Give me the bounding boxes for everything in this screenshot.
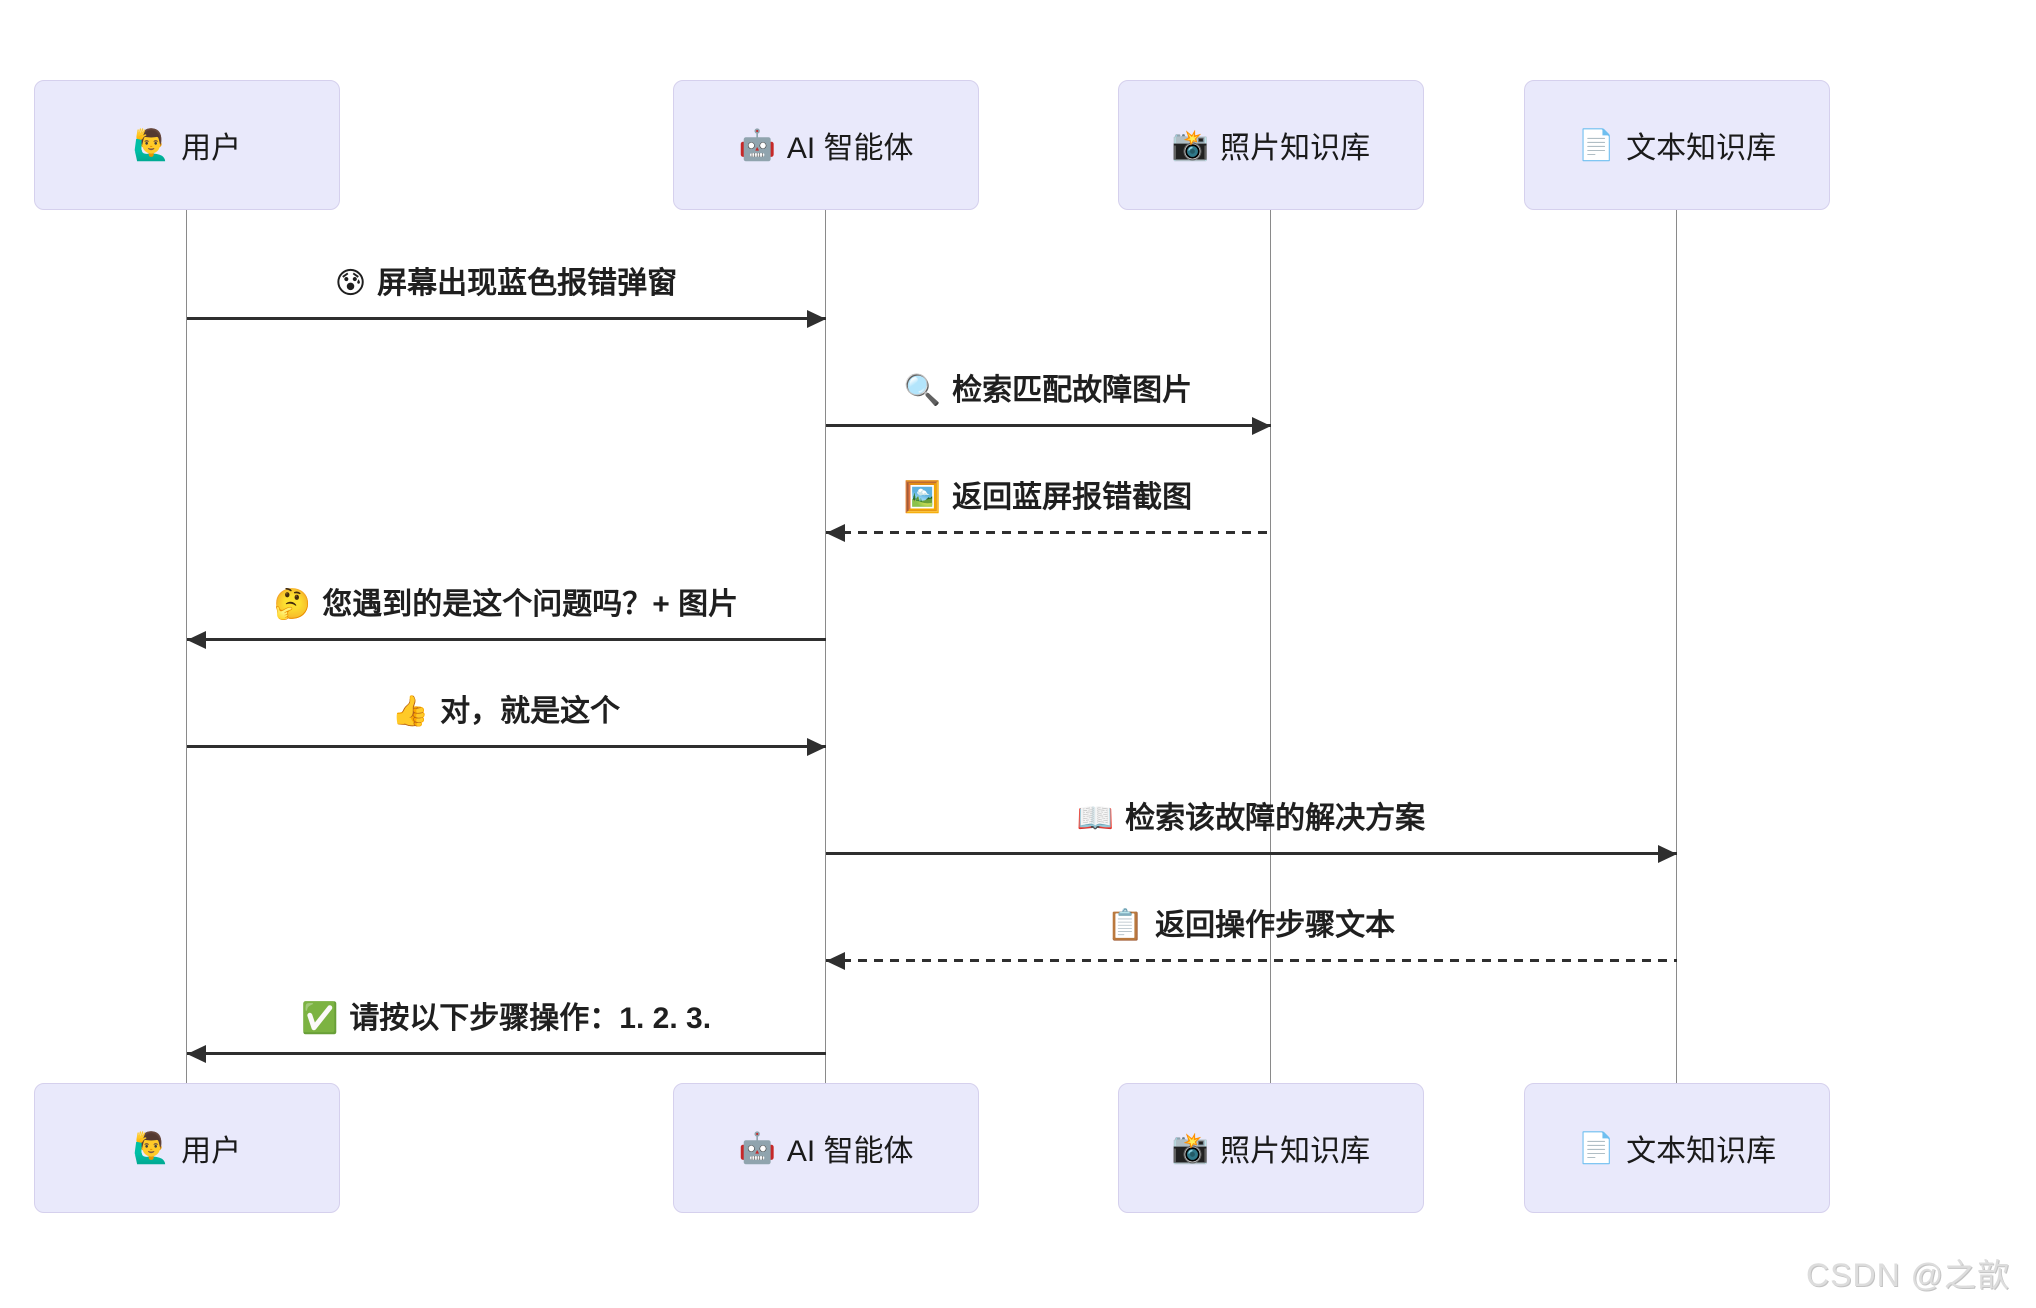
- actor-label: 用户: [181, 132, 242, 165]
- open-book-icon: 📖: [1076, 802, 1115, 835]
- lifeline-user: [186, 210, 187, 1083]
- arrowhead-left-icon: [187, 631, 206, 649]
- actor-label: 照片知识库: [1220, 1135, 1371, 1168]
- message-3-label: 🖼️ 返回蓝屏报错截图: [904, 476, 1192, 520]
- thinking-face-icon: 🤔: [273, 588, 312, 621]
- arrowhead-right-icon: [1252, 417, 1271, 435]
- message-text: 返回操作步骤文本: [1155, 909, 1396, 942]
- thumbs-up-icon: 👍: [391, 695, 430, 728]
- anxious-face-icon: 😰: [334, 267, 367, 300]
- document-icon: 📄: [1577, 128, 1616, 162]
- picture-icon: 🖼️: [903, 481, 942, 514]
- actor-text-kb-bottom: 📄 文本知识库: [1524, 1083, 1830, 1213]
- message-text: 您遇到的是这个问题吗？+ 图片: [322, 588, 739, 621]
- message-6-arrow: [826, 852, 1677, 855]
- message-text: 屏幕出现蓝色报错弹窗: [377, 267, 678, 300]
- actor-photo-kb-bottom: 📸 照片知识库: [1118, 1083, 1424, 1213]
- robot-icon: 🤖: [738, 1131, 776, 1165]
- arrowhead-right-icon: [807, 738, 826, 756]
- user-icon: 🙋‍♂️: [132, 128, 171, 162]
- message-2-label: 🔍 检索匹配故障图片: [904, 369, 1192, 413]
- actor-user-bottom: 🙋‍♂️ 用户: [34, 1083, 340, 1213]
- message-text: 检索匹配故障图片: [952, 374, 1193, 407]
- lifeline-photo-kb: [1270, 210, 1271, 1083]
- message-6-label: 📖 检索该故障的解决方案: [1077, 797, 1425, 841]
- message-2-arrow: [826, 424, 1271, 427]
- message-3-arrow: [826, 531, 1271, 534]
- actor-ai-agent-bottom: 🤖 AI 智能体: [673, 1083, 979, 1213]
- check-mark-icon: ✅: [300, 1002, 339, 1035]
- message-7-label: 📋 返回操作步骤文本: [1107, 904, 1395, 948]
- arrowhead-left-icon: [187, 1045, 206, 1063]
- actor-label: AI 智能体: [786, 132, 914, 165]
- message-8-label: ✅ 请按以下步骤操作：1. 2. 3.: [301, 997, 711, 1041]
- message-4-arrow: [187, 638, 826, 641]
- message-text: 返回蓝屏报错截图: [952, 481, 1193, 514]
- camera-icon: 📸: [1171, 128, 1210, 162]
- message-4-label: 🤔 您遇到的是这个问题吗？+ 图片: [274, 583, 738, 627]
- arrowhead-right-icon: [1658, 845, 1677, 863]
- actor-text-kb-top: 📄 文本知识库: [1524, 80, 1830, 210]
- message-8-arrow: [187, 1052, 826, 1055]
- actor-photo-kb-top: 📸 照片知识库: [1118, 80, 1424, 210]
- actor-label: 文本知识库: [1626, 1135, 1777, 1168]
- csdn-watermark: CSDN @之歆: [1806, 1257, 2011, 1293]
- message-text: 请按以下步骤操作：1. 2. 3.: [349, 1002, 712, 1035]
- message-1-arrow: [187, 317, 826, 320]
- magnifier-icon: 🔍: [903, 374, 942, 407]
- document-icon: 📄: [1577, 1131, 1616, 1165]
- arrowhead-left-icon: [826, 952, 845, 970]
- lifeline-text-kb: [1676, 210, 1677, 1083]
- lifeline-ai-agent: [825, 210, 826, 1083]
- actor-label: 照片知识库: [1220, 132, 1371, 165]
- user-icon: 🙋‍♂️: [132, 1131, 171, 1165]
- arrowhead-left-icon: [826, 524, 845, 542]
- robot-icon: 🤖: [738, 128, 776, 162]
- message-5-label: 👍 对，就是这个: [392, 690, 620, 734]
- message-5-arrow: [187, 745, 826, 748]
- message-text: 检索该故障的解决方案: [1125, 802, 1426, 835]
- message-1-label: 😰 屏幕出现蓝色报错弹窗: [335, 262, 677, 306]
- clipboard-icon: 📋: [1106, 909, 1145, 942]
- actor-ai-agent-top: 🤖 AI 智能体: [673, 80, 979, 210]
- arrowhead-right-icon: [807, 310, 826, 328]
- actor-user-top: 🙋‍♂️ 用户: [34, 80, 340, 210]
- message-7-arrow: [826, 959, 1677, 962]
- actor-label: AI 智能体: [786, 1135, 914, 1168]
- actor-label: 文本知识库: [1626, 132, 1777, 165]
- actor-label: 用户: [181, 1135, 242, 1168]
- message-text: 对，就是这个: [440, 695, 621, 728]
- camera-icon: 📸: [1171, 1131, 1210, 1165]
